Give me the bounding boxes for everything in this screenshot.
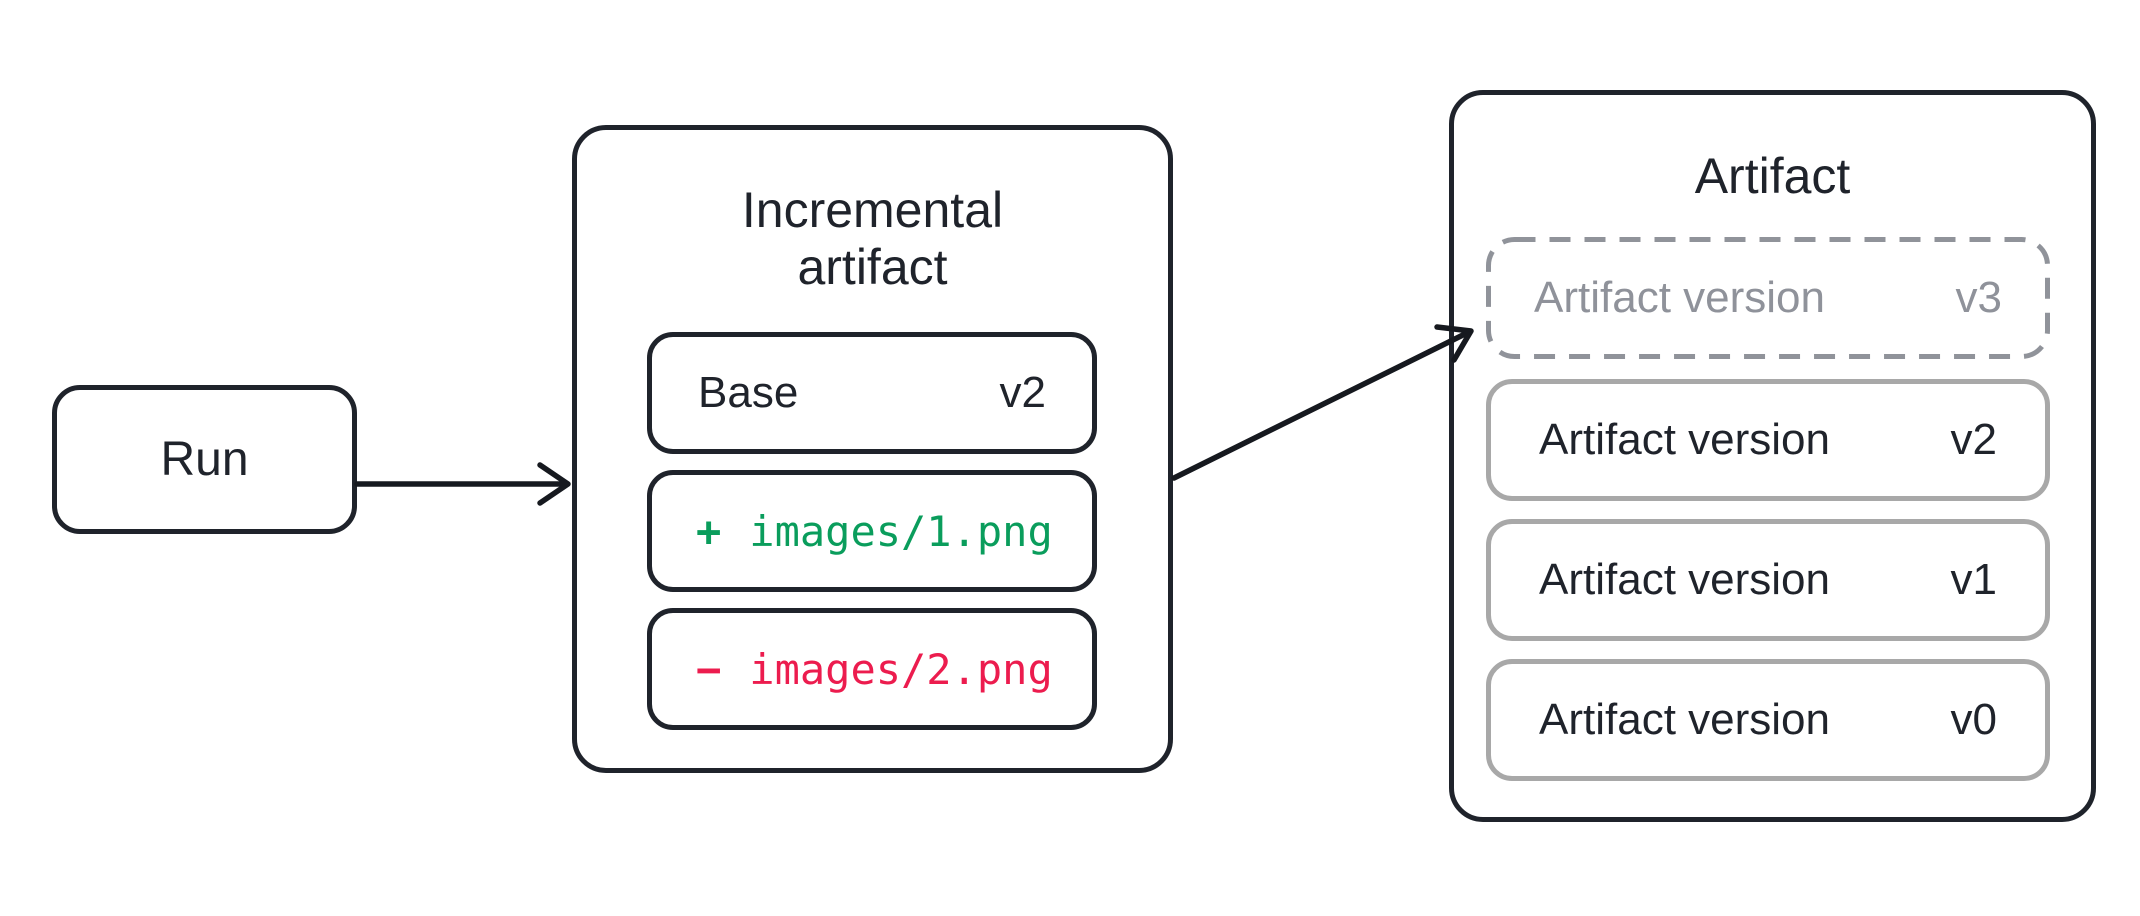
artifact-version-row-pending: Artifact version v3	[1486, 237, 2050, 359]
removed-file-path: images/2.png	[749, 644, 1053, 694]
base-version-number: v2	[999, 368, 1046, 417]
added-file-row: + images/1.png	[647, 470, 1097, 592]
incremental-artifact-title: Incremental artifact	[741, 182, 1004, 295]
artifact-version-row: Artifact version v2	[1486, 379, 2050, 501]
minus-icon: −	[696, 644, 722, 694]
artifact-node: Artifact Artifact version v3 Artifact ve…	[1449, 90, 2096, 822]
run-node: Run	[52, 385, 357, 534]
artifact-version-number: v1	[1950, 555, 1997, 604]
arrow-incremental-to-artifact	[1171, 324, 1474, 481]
artifact-version-row: Artifact version v0	[1486, 659, 2050, 781]
arrow-run-to-incremental	[354, 462, 571, 506]
artifact-version-label: Artifact version	[1534, 273, 1825, 322]
artifact-version-label: Artifact version	[1539, 555, 1830, 604]
artifact-version-number: v0	[1950, 695, 1997, 744]
removed-file-row: − images/2.png	[647, 608, 1097, 730]
artifact-title: Artifact	[1694, 148, 1851, 204]
artifact-version-label: Artifact version	[1539, 695, 1830, 744]
artifact-version-label: Artifact version	[1539, 415, 1830, 464]
artifact-version-number: v2	[1950, 415, 1997, 464]
added-file-path: images/1.png	[749, 506, 1053, 556]
run-label: Run	[160, 433, 249, 486]
incremental-artifact-node: Incremental artifact Base v2 + images/1.…	[572, 125, 1173, 773]
plus-icon: +	[696, 506, 722, 556]
artifact-version-number: v3	[1955, 273, 2002, 322]
base-label: Base	[698, 368, 799, 417]
base-version-row: Base v2	[647, 332, 1097, 454]
artifact-version-row: Artifact version v1	[1486, 519, 2050, 641]
